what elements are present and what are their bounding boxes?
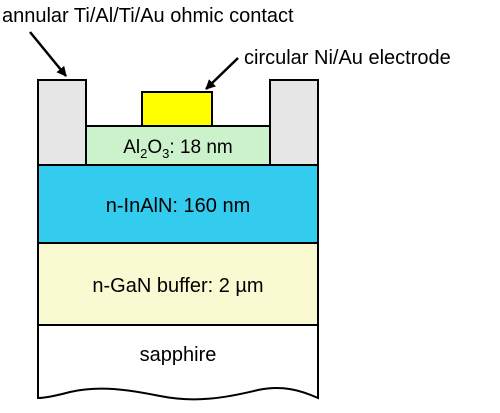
ohmic-contact-label: annular Ti/Al/Ti/Au ohmic contact xyxy=(2,5,294,27)
oxide-layer xyxy=(85,125,271,166)
inaln-label: n-InAlN: 160 nm xyxy=(106,195,251,217)
ohmic-contact-left xyxy=(37,79,87,166)
electrode-arrow xyxy=(205,57,239,90)
oxide-label: Al2O3: 18 nm xyxy=(123,137,233,161)
substrate-label: sapphire xyxy=(140,344,217,366)
electrode-label: circular Ni/Au electrode xyxy=(244,47,451,69)
ohmic-contact-right xyxy=(269,79,319,166)
ni-au-electrode xyxy=(141,91,213,127)
gan-buffer-layer xyxy=(37,242,319,326)
ohmic-contact-arrow xyxy=(29,31,67,77)
substrate-layer xyxy=(37,324,319,401)
inaln-layer xyxy=(37,164,319,244)
gan-label: n-GaN buffer: 2 µm xyxy=(92,275,263,297)
